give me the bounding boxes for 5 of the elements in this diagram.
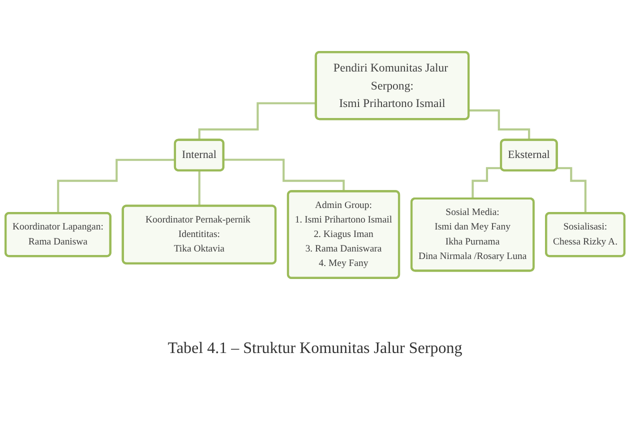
caption: Tabel 4.1 – Struktur Komunitas Jalur Serpong xyxy=(168,340,462,357)
connector xyxy=(57,158,176,214)
connector xyxy=(198,102,316,142)
connector xyxy=(224,158,345,193)
connector xyxy=(557,167,587,214)
